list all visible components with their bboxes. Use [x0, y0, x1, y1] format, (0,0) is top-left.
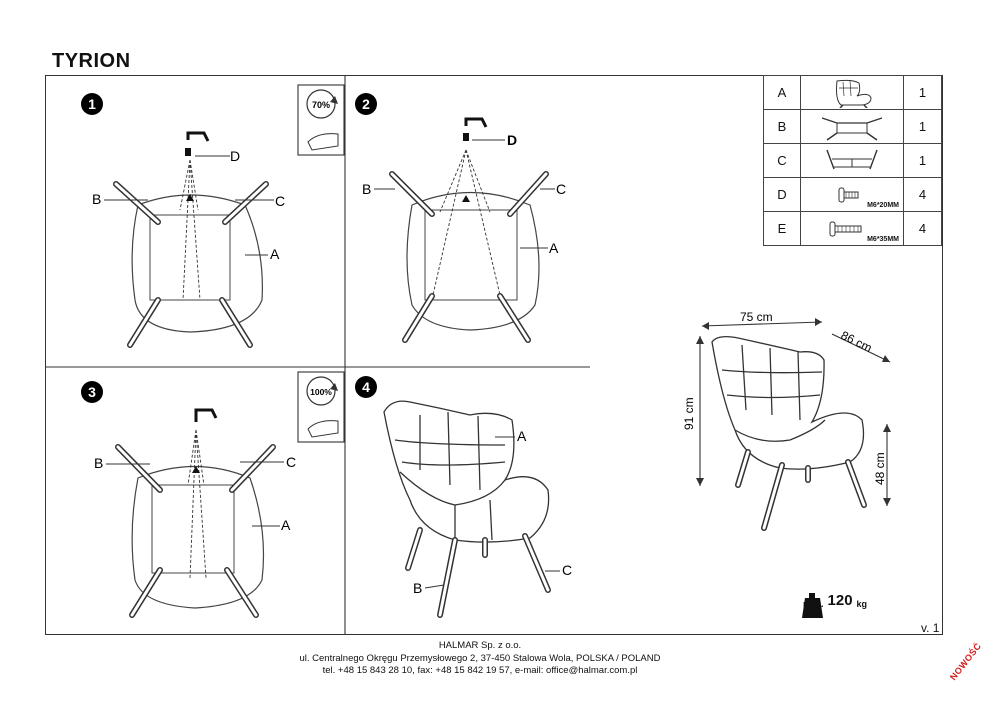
instruction-frame — [45, 75, 943, 635]
step-3-number: 3 — [88, 384, 96, 400]
leg-frame-icon — [800, 109, 904, 144]
part-letter: C — [763, 143, 801, 178]
step-2-label-d: D — [507, 132, 517, 148]
part-spec: M6*35MM — [867, 236, 899, 243]
step-1-rotation: 70% — [312, 100, 330, 110]
max-load: max. 120 kg — [803, 592, 867, 609]
part-quantity: 4 — [903, 211, 942, 246]
step-2-panel: 2 D B C A — [355, 93, 566, 343]
step-3-label-b: B — [94, 455, 103, 471]
step-1-badge — [81, 93, 103, 115]
company-footer: HALMAR Sp. z o.o. ul. Centralnego Okręgu… — [0, 640, 960, 678]
table-row: A 1 — [763, 75, 942, 110]
part-letter: A — [763, 75, 801, 110]
step-4-label-b: B — [413, 580, 422, 596]
max-load-label: max. — [803, 599, 824, 609]
step-2-label-a: A — [549, 240, 559, 256]
step-2-badge — [355, 93, 377, 115]
table-row: C 1 — [763, 143, 942, 178]
document-title: TYRION — [52, 50, 131, 72]
part-letter: D — [763, 177, 801, 212]
part-spec: M6*20MM — [867, 202, 899, 209]
max-load-unit: kg — [856, 599, 868, 609]
dimension-seat-height: 48 cm — [873, 452, 887, 485]
step-1-label-b: B — [92, 191, 101, 207]
step-3-label-a: A — [281, 517, 291, 533]
dimension-depth: 86 cm — [839, 328, 875, 355]
step-4-panel: 4 A B C — [355, 376, 572, 618]
table-row: B 1 — [763, 109, 942, 144]
step-1-label-c: C — [275, 193, 285, 209]
part-letter: B — [763, 109, 801, 144]
step-3-label-c: C — [286, 454, 296, 470]
dimension-width: 75 cm — [740, 310, 773, 324]
step-3-panel: 3 B C A 100% — [81, 371, 345, 618]
step-3-rotation: 100% — [310, 387, 332, 397]
step-4-badge — [355, 376, 377, 398]
step-1-panel: 1 D B C — [81, 84, 345, 348]
company-address: ul. Centralnego Okręgu Przemysłowego 2, … — [299, 652, 661, 664]
step-4-number: 4 — [362, 379, 370, 395]
part-quantity: 1 — [903, 75, 942, 110]
part-quantity: 1 — [903, 109, 942, 144]
step-2-label-c: C — [556, 181, 566, 197]
step-1-label-a: A — [270, 246, 280, 262]
table-row: E M6*35MM 4 — [763, 211, 942, 246]
version-label: v. 1 — [921, 621, 940, 635]
weight-icon — [802, 593, 823, 618]
step-1-number: 1 — [88, 96, 96, 112]
parts-table: A 1 B 1 C — [763, 75, 942, 246]
step-2-label-b: B — [362, 181, 371, 197]
step-3-badge — [81, 381, 103, 403]
company-contact: tel. +48 15 843 28 10, fax: +48 15 842 1… — [322, 665, 638, 676]
table-row: D M6*20MM 4 — [763, 177, 942, 212]
part-quantity: 1 — [903, 143, 942, 178]
dimension-drawing: 75 cm 86 cm 91 cm 48 cm — [682, 310, 891, 531]
step-4-label-a: A — [517, 428, 527, 444]
max-load-value: 120 — [827, 592, 853, 609]
bolt-icon: M6*35MM — [800, 211, 904, 246]
bolt-icon: M6*20MM — [800, 177, 904, 212]
step-2-number: 2 — [362, 96, 370, 112]
leg-frame-icon — [800, 143, 904, 178]
part-letter: E — [763, 211, 801, 246]
armchair-icon — [800, 75, 904, 110]
step-4-label-c: C — [562, 562, 572, 578]
company-name: HALMAR Sp. z o.o. — [438, 640, 522, 651]
dimension-height: 91 cm — [682, 397, 696, 430]
step-1-label-d: D — [230, 148, 240, 164]
part-quantity: 4 — [903, 177, 942, 212]
